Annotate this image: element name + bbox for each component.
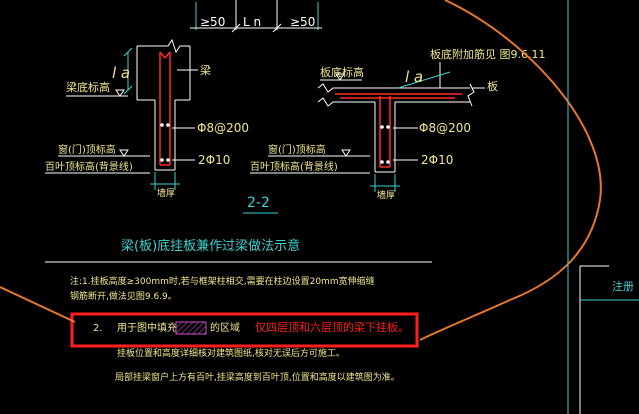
left-wall-label: 墙厚 (157, 187, 175, 199)
left-anchor-label: l a (112, 64, 130, 82)
cloud-boundary-line (419, 0, 602, 341)
left-beam-bottom-label: 梁底标高 (66, 80, 110, 94)
right-bars-label: 2Φ10 (421, 153, 453, 167)
right-window-top-label: 窗(门)顶标高 (268, 143, 326, 156)
dim-right-label: ≥50 (290, 15, 315, 29)
right-slab-bottom-label: 板底标高 (320, 65, 364, 79)
right-edge-label: 注册 (612, 279, 634, 293)
note-line-4: 局部挂梁窗户上方有百叶,挂梁高度到百叶顶,位置和高度以建筑图为准。 (115, 371, 400, 383)
right-slab-label: 板 (487, 79, 498, 93)
dim-middle-label: L n (243, 15, 261, 29)
note-line-1: 注:1.挂板高度≥300mm时,若与框架柱相交,需要在柱边设置20mm宽伸缩缝 (70, 275, 375, 287)
section-label: 2-2 (247, 195, 270, 211)
boundary-line-left (0, 286, 76, 323)
right-frame: 注册 (567, 0, 639, 414)
right-anchor-label: l a (405, 68, 423, 86)
highlight-box (70, 312, 419, 348)
note-line-1b: 钢筋断开,做法见图9.6.9。 (70, 290, 177, 302)
note-item2-prefix: 2. (93, 323, 103, 334)
hatch-fill-swatch (175, 321, 207, 335)
right-wall-label: 墙厚 (377, 189, 395, 201)
left-beam-label: 梁 (200, 63, 211, 77)
top-dimension: ≥50 L n ≥50 (190, 0, 322, 33)
note-item2-suffix: 的区域 (210, 321, 240, 334)
note-item2-text: 用于图中填充 (117, 321, 177, 334)
right-section-detail: 板底附加筋见 图9.6.11 板底标高 l a 板 Φ8@200 窗(门)顶标高 (250, 47, 545, 201)
right-slab-note: 板底附加筋见 图9.6.11 (430, 47, 545, 61)
drawing-heading: 梁(板)底挂板兼作过梁做法示意 (121, 238, 300, 254)
left-bars-label: 2Φ10 (198, 153, 230, 167)
left-window-top-label: 窗(门)顶标高 (58, 143, 116, 156)
right-stirrup-label: Φ8@200 (419, 121, 471, 135)
left-louver-top-label: 百叶顶标高(背景线) (45, 160, 133, 173)
right-louver-top-label: 百叶顶标高(背景线) (250, 160, 338, 173)
left-section-detail: l a 梁 梁底标高 Φ8@200 窗(门)顶标高 百叶顶标高(背景线) 2Φ1… (45, 38, 249, 199)
dim-left-label: ≥50 (200, 15, 225, 29)
notes-block: 注:1.挂板高度≥300mm时,若与框架柱相交,需要在柱边设置20mm宽伸缩缝 … (70, 275, 409, 383)
left-stirrup-label: Φ8@200 (197, 121, 249, 135)
note-line-3: 挂板位置和高度详细核对建筑图纸,核对无误后方可施工。 (117, 347, 345, 359)
note-highlight: 仅四层顶和六层顶的梁下挂板。 (255, 320, 409, 334)
